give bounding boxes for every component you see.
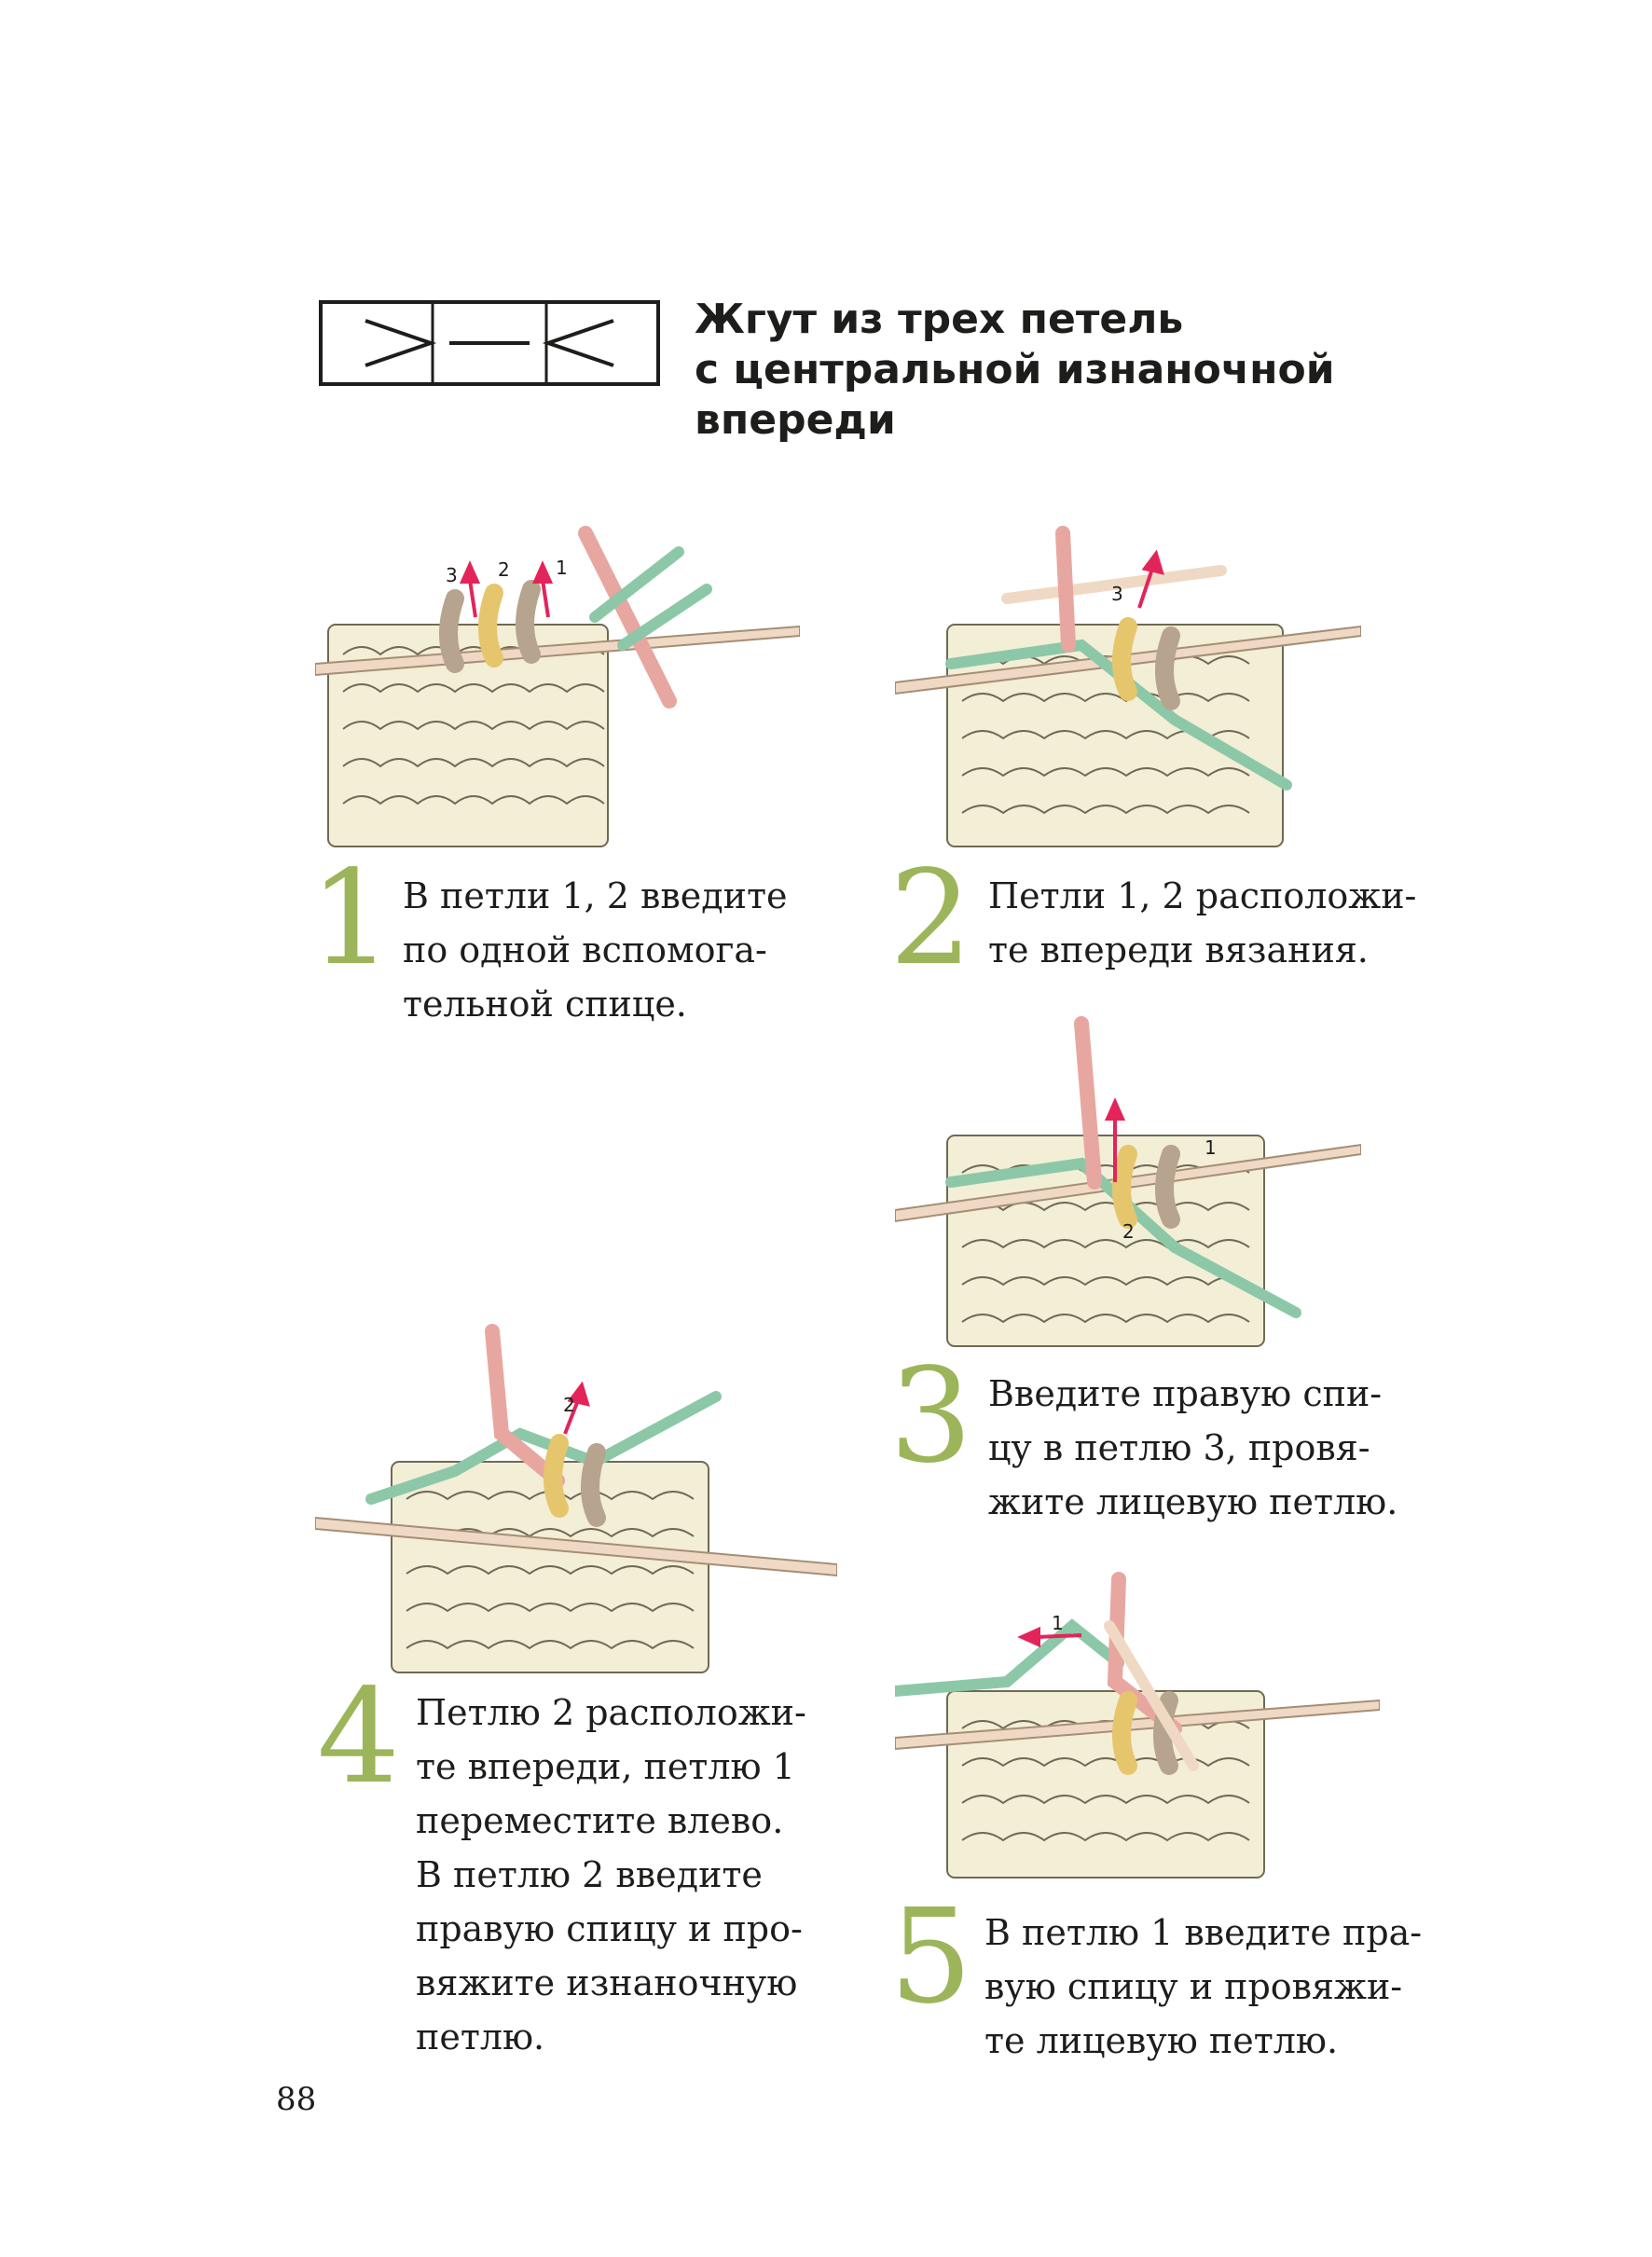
loop-label: 1 [1052, 1612, 1064, 1634]
step-5-text: В петлю 1 введите пра- вую спицу и провя… [984, 1906, 1422, 2068]
loop-label: 3 [446, 564, 458, 586]
step-text-line: Петли 1, 2 расположи- [988, 875, 1417, 916]
step-text-line: вую спицу и провяжи- [984, 1966, 1403, 2007]
step-1-illustration: 3 2 1 [315, 526, 800, 847]
step-text-line: В петлю 1 введите пра- [984, 1912, 1423, 1953]
step-text-line: те впереди вязания. [988, 929, 1369, 970]
step-number: 3 [889, 1341, 973, 1493]
step-2-text: Петли 1, 2 расположи- те впереди вязания… [988, 869, 1416, 977]
step-5-illustration: 1 [895, 1572, 1380, 1879]
step-text-line: В петли 1, 2 введите [403, 875, 788, 916]
step-text-line: Петлю 2 расположи- [416, 1692, 806, 1733]
step-text-line: те лицевую петлю. [984, 2020, 1339, 2061]
page-title: Жгут из трех петель с центральной изнано… [695, 295, 1403, 446]
loop-label: 3 [1111, 583, 1123, 605]
step-text-line: правую спицу и про- [416, 1908, 803, 1949]
loop-label: 1 [556, 557, 568, 579]
step-text-line: тельной спице. [403, 984, 687, 1025]
loop-label: 2 [563, 1394, 575, 1416]
step-2-illustration: 3 [895, 526, 1361, 847]
step-text-line: те впереди, петлю 1 [416, 1746, 795, 1787]
title-line: впереди [695, 396, 896, 444]
step-text-line: цу в петлю 3, провя- [988, 1427, 1370, 1468]
cable-chart-symbol [319, 300, 660, 386]
title-line: с центральной изнаночной [695, 346, 1335, 393]
step-3-text: Введите правую спи- цу в петлю 3, провя-… [988, 1367, 1397, 1529]
step-number: 1 [310, 843, 393, 995]
step-text-line: жите лицевую петлю. [988, 1481, 1398, 1522]
step-number: 5 [889, 1881, 973, 2033]
loop-label: 1 [1205, 1136, 1217, 1159]
step-3-illustration: 1 2 [895, 1016, 1361, 1347]
step-text-line: В петлю 2 введите [416, 1854, 763, 1895]
step-1-text: В петли 1, 2 введите по одной вспомога- … [403, 869, 788, 1031]
step-text-line: петлю. [416, 2016, 545, 2057]
loop-label: 2 [1122, 1220, 1135, 1243]
title-line: Жгут из трех петель [695, 296, 1184, 343]
step-text-line: переместите влево. [416, 1800, 784, 1841]
step-number: 4 [317, 1661, 401, 1813]
step-4-illustration: 2 [315, 1324, 837, 1673]
step-number: 2 [889, 843, 973, 995]
step-text-line: вяжите изнаночную [416, 1962, 798, 2003]
page-number: 88 [276, 2081, 317, 2118]
step-text-line: Введите правую спи- [988, 1373, 1383, 1414]
step-text-line: по одной вспомога- [403, 929, 767, 970]
step-4-text: Петлю 2 расположи- те впереди, петлю 1 п… [416, 1686, 806, 2064]
loop-label: 2 [498, 558, 510, 581]
